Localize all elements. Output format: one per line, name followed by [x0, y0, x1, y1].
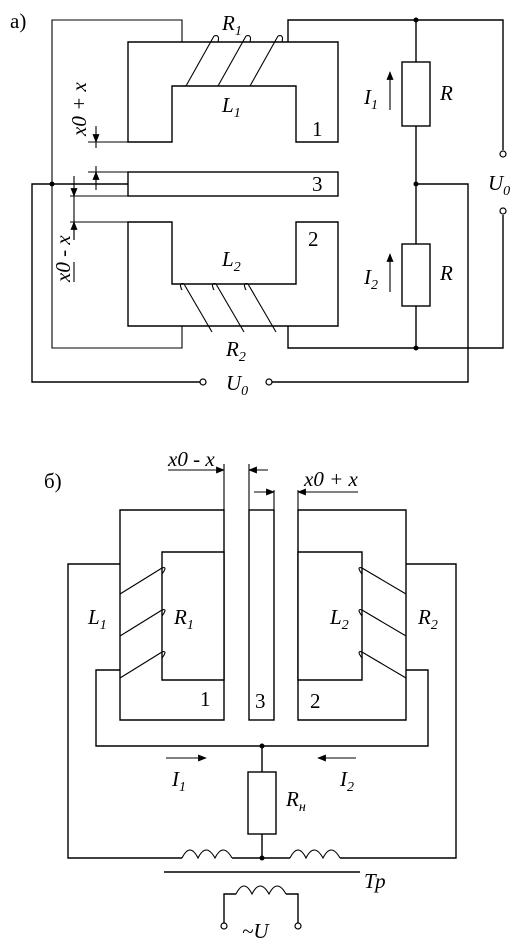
label-i2: I2 [339, 767, 354, 795]
wire-center [270, 183, 469, 383]
label-l1: L1 [221, 93, 241, 121]
panel-a-label: а) [10, 9, 26, 33]
panel-b: б) [44, 447, 457, 943]
label-i1: I1 [363, 85, 378, 113]
label-core-1: 1 [312, 117, 323, 141]
terminal-u0-right-top [499, 150, 507, 158]
label-r-top: R [439, 81, 453, 105]
armature-3 [248, 509, 275, 721]
label-gap-right: x0 + x [303, 467, 358, 491]
gap-dimension [168, 464, 358, 510]
panel-b-label: б) [44, 469, 62, 493]
label-i2: I2 [363, 265, 378, 293]
load-resistor [247, 771, 277, 835]
terminal-u0-bottom-right [265, 378, 273, 386]
label-rn: Rн [285, 787, 306, 815]
label-r2: R2 [225, 337, 246, 365]
label-l1: L1 [87, 605, 107, 633]
junction-dot [259, 855, 265, 861]
label-l2: L2 [329, 605, 349, 633]
core-2-window [297, 551, 363, 681]
label-r1: R1 [173, 605, 194, 633]
label-gap-bottom: x0 - x [51, 235, 75, 283]
label-core-3: 3 [255, 689, 266, 713]
wire-bottom [287, 306, 417, 349]
resistor-bottom [401, 243, 431, 307]
armature-3 [127, 171, 339, 197]
label-gap-top: x0 + x [67, 82, 91, 137]
label-i1: I1 [171, 767, 186, 795]
label-core-3: 3 [312, 172, 323, 196]
label-core-2: 2 [310, 689, 321, 713]
label-core-1: 1 [200, 687, 211, 711]
wire-left-inner [95, 669, 262, 747]
label-gap-left: x0 - x [167, 447, 215, 471]
terminal-u0-bottom-left [199, 378, 207, 386]
coil-l2 [358, 567, 407, 679]
label-l2: L2 [221, 247, 241, 275]
label-u0-right: U0 [488, 171, 510, 199]
transformer-primary [235, 885, 287, 896]
label-r1: R1 [221, 11, 242, 39]
wire-right [416, 19, 504, 150]
label-r2: R2 [417, 605, 438, 633]
wire-right-low [416, 215, 504, 349]
wire-right-outer [340, 563, 457, 859]
junction-dot [259, 743, 265, 749]
gap-dimension [70, 126, 128, 282]
core-1 [127, 41, 339, 143]
wire-left [31, 183, 202, 383]
core-2 [127, 221, 339, 327]
junction-dot [413, 17, 419, 23]
terminal-u0-right-bottom [499, 207, 507, 215]
wire-top [287, 19, 417, 62]
junction-dot [49, 181, 55, 187]
label-core-2: 2 [308, 227, 319, 251]
wire-primary [223, 893, 299, 924]
label-r-bottom: R [439, 261, 453, 285]
wire-right-inner [262, 669, 429, 747]
wire-left-outer [67, 563, 182, 859]
resistor-top [401, 61, 431, 127]
junction-dot [413, 345, 419, 351]
label-transformer: Тр [364, 869, 386, 893]
terminal-u-left [220, 922, 228, 930]
core-1-window [161, 551, 225, 681]
panel-a: а) [10, 9, 510, 399]
coil-l1 [119, 567, 166, 679]
transformer-secondary [181, 849, 341, 860]
label-u0-bottom: U0 [226, 371, 248, 399]
terminal-u-right [294, 922, 302, 930]
junction-dot [413, 181, 419, 187]
label-supply: ~U [242, 919, 270, 943]
coil-l2 [179, 283, 277, 333]
